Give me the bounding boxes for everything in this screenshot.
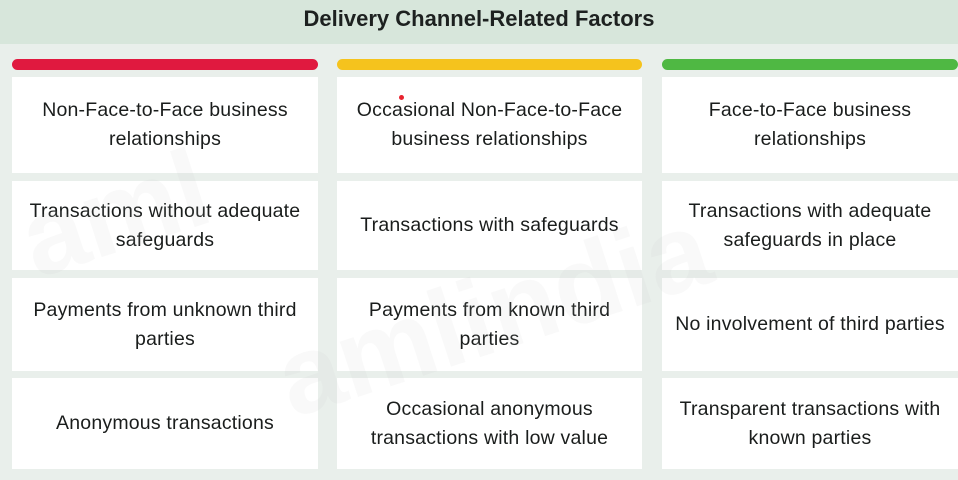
- factor-text: Transactions without adequate safeguards: [29, 199, 301, 251]
- factor-text: Anonymous transactions: [56, 412, 274, 434]
- factor-text: Transactions with adequate safeguards in…: [688, 199, 932, 251]
- title-banner: [0, 0, 958, 44]
- factor-text: Transactions with safeguards: [360, 214, 619, 236]
- factor-text: Payments from unknown third parties: [33, 298, 297, 350]
- factor-cell: Occasional anonymous transactions with l…: [337, 378, 642, 469]
- factor-text: Occasional Non-Face-to-Face business rel…: [356, 99, 623, 150]
- factor-cell: Payments from unknown third parties: [12, 278, 318, 371]
- factor-cell: Face-to-Face business relationships: [662, 77, 958, 173]
- factor-text: Occasional anonymous transactions with l…: [370, 397, 609, 449]
- factor-cell: Non-Face-to-Face business relationships: [12, 77, 318, 173]
- factor-cell: Transparent transactions with known part…: [662, 378, 958, 469]
- factor-cell: Anonymous transactions: [12, 378, 318, 469]
- factor-text: Non-Face-to-Face business relationships: [42, 99, 288, 150]
- factor-text: No involvement of third parties: [675, 313, 945, 335]
- factor-text: Transparent transactions with known part…: [679, 397, 941, 449]
- factor-cell: Transactions without adequate safeguards: [12, 181, 318, 270]
- factor-text: Face-to-Face business relationships: [708, 99, 912, 150]
- factor-cell: Transactions with safeguards: [337, 181, 642, 270]
- factor-cell: Payments from known third parties: [337, 278, 642, 371]
- factor-text: Payments from known third parties: [368, 298, 611, 350]
- factor-cell: Transactions with adequate safeguards in…: [662, 181, 958, 270]
- column-bar-high-risk: [12, 59, 318, 70]
- column-bar-medium-risk: [337, 59, 642, 70]
- column-bar-low-risk: [662, 59, 958, 70]
- factor-cell: No involvement of third parties: [662, 278, 958, 371]
- cursor-dot: [399, 95, 404, 100]
- page-title: Delivery Channel-Related Factors: [303, 6, 655, 31]
- factor-cell: Occasional Non-Face-to-Face business rel…: [337, 77, 642, 173]
